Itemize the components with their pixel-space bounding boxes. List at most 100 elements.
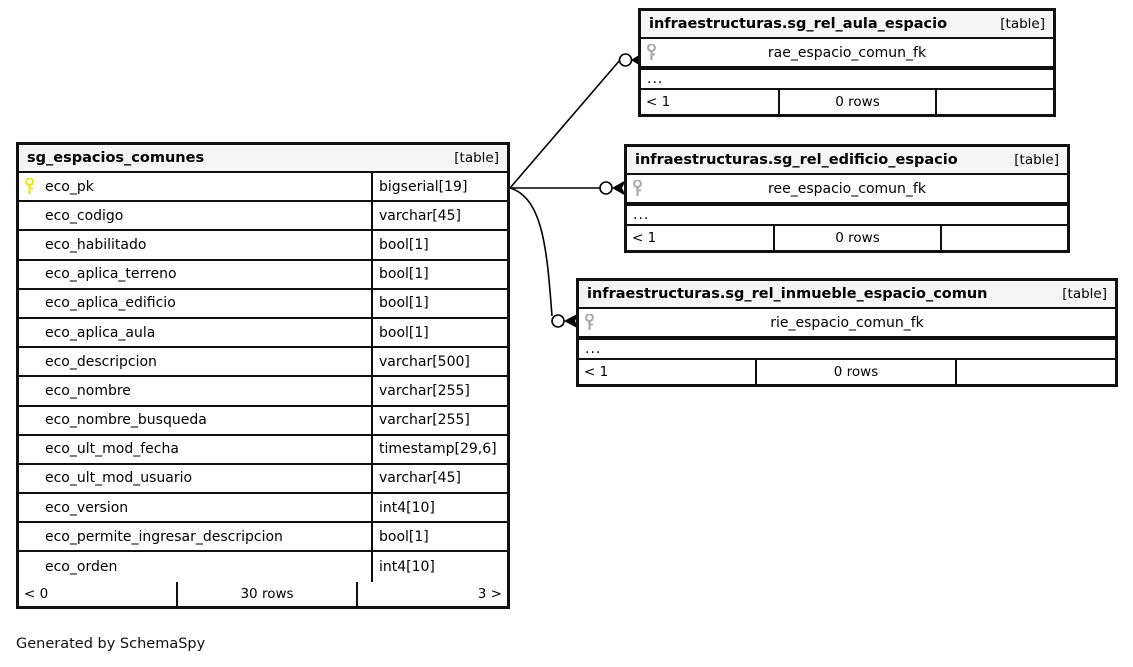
footer-row-count: 0 rows — [755, 360, 955, 385]
column-indent — [19, 261, 39, 288]
key-icon-foreign — [641, 39, 661, 66]
column-type: varchar[45] — [371, 464, 507, 493]
column-row: eco_orden int4[10] — [19, 552, 507, 582]
column-name: eco_nombre — [45, 382, 131, 399]
column-row: eco_permite_ingresar_descripcion bool[1] — [19, 523, 507, 553]
column-row: rie_espacio_comun_fk — [579, 309, 1115, 339]
table-footer: < 1 0 rows — [579, 360, 1115, 385]
table-title: infraestructuras.sg_rel_edificio_espacio — [635, 152, 958, 168]
column-type: bool[1] — [371, 318, 507, 347]
footer-child-count — [955, 360, 1115, 385]
footer-child-count: 3 > — [356, 581, 507, 606]
column-type: bool[1] — [371, 523, 507, 551]
column-row: rae_espacio_comun_fk — [641, 39, 1053, 69]
key-icon-foreign — [627, 175, 647, 202]
column-type: varchar[255] — [371, 377, 507, 405]
column-indent — [19, 348, 39, 375]
table-sg-rel-edificio-espacio[interactable]: infraestructuras.sg_rel_edificio_espacio… — [624, 144, 1070, 254]
relationship-edge-inmueble-espacio-comun — [509, 187, 579, 329]
column-row: eco_ult_mod_fecha timestamp[29,6] — [19, 435, 507, 465]
more-columns-indicator: ... — [579, 338, 1115, 361]
column-name: eco_aplica_aula — [45, 324, 156, 341]
column-indent — [19, 290, 39, 317]
table-footer: < 1 0 rows — [627, 226, 1067, 251]
column-row: eco_version int4[10] — [19, 494, 507, 524]
column-name: eco_pk — [45, 178, 94, 195]
column-name: ree_espacio_comun_fk — [768, 180, 926, 197]
table-type-tag: [table] — [1014, 152, 1059, 168]
table-sg-rel-inmueble-espacio-comun[interactable]: infraestructuras.sg_rel_inmueble_espacio… — [576, 278, 1118, 388]
table-footer: < 0 30 rows 3 > — [19, 581, 507, 606]
table-header: sg_espacios_comunes [table] — [19, 145, 507, 173]
table-sg-rel-aula-espacio[interactable]: infraestructuras.sg_rel_aula_espacio [ta… — [638, 8, 1056, 118]
column-row: eco_nombre varchar[255] — [19, 377, 507, 407]
column-name: eco_orden — [45, 559, 118, 576]
table-title: infraestructuras.sg_rel_aula_espacio — [649, 16, 948, 32]
column-indent — [19, 436, 39, 463]
column-type: int4[10] — [371, 494, 507, 522]
column-name: eco_ult_mod_usuario — [45, 470, 193, 487]
column-row: eco_nombre_busqueda varchar[255] — [19, 406, 507, 436]
column-name: eco_ult_mod_fecha — [45, 441, 179, 458]
column-row: eco_aplica_edificio bool[1] — [19, 289, 507, 319]
footer-child-count — [940, 226, 1067, 251]
column-name: rie_espacio_comun_fk — [770, 314, 924, 331]
table-type-tag: [table] — [1062, 286, 1107, 302]
column-type: bool[1] — [371, 231, 507, 259]
footer-parent-count: < 0 — [24, 585, 49, 602]
column-type: int4[10] — [371, 552, 507, 582]
table-footer: < 1 0 rows — [641, 90, 1053, 115]
footer-row-count: 30 rows — [176, 581, 356, 606]
column-type: varchar[500] — [371, 348, 507, 376]
footer-parent-count: < 1 — [646, 94, 671, 111]
footer-parent-count: < 1 — [632, 230, 657, 247]
footer-row-count: 0 rows — [773, 226, 940, 251]
column-type: bool[1] — [371, 289, 507, 317]
column-type: varchar[45] — [371, 202, 507, 230]
column-row: eco_ult_mod_usuario varchar[45] — [19, 464, 507, 495]
table-sg-espacios-comunes[interactable]: sg_espacios_comunes [table] eco_pk bigser… — [16, 142, 510, 609]
column-name: eco_version — [45, 499, 129, 516]
relationship-edge-edificio-espacio — [510, 180, 626, 196]
generated-by-caption: Generated by SchemaSpy — [16, 636, 206, 652]
column-row: ree_espacio_comun_fk — [627, 175, 1067, 205]
column-indent — [19, 407, 39, 434]
column-type: varchar[255] — [371, 406, 507, 434]
footer-parent-count: < 1 — [584, 364, 609, 381]
column-indent — [19, 523, 39, 550]
column-indent — [19, 231, 39, 258]
table-header: infraestructuras.sg_rel_edificio_espacio… — [627, 147, 1067, 175]
column-indent — [19, 552, 39, 581]
key-icon-foreign — [579, 309, 599, 336]
footer-child-count — [935, 90, 1053, 115]
column-type: timestamp[29,6] — [371, 435, 507, 463]
column-indent — [19, 319, 39, 346]
column-list: eco_pk bigserial[19] eco_codigo varchar[45]… — [19, 173, 507, 582]
column-name: rae_espacio_comun_fk — [767, 44, 927, 61]
table-type-tag: [table] — [454, 150, 499, 166]
column-name: eco_nombre_busqueda — [45, 412, 207, 429]
more-columns-indicator: ... — [641, 68, 1053, 91]
key-icon-primary — [19, 173, 39, 200]
more-columns-indicator: ... — [627, 204, 1067, 227]
table-header: infraestructuras.sg_rel_aula_espacio [ta… — [641, 11, 1053, 39]
column-name: eco_codigo — [45, 207, 124, 224]
column-name: eco_permite_ingresar_descripcion — [45, 528, 283, 545]
column-name: eco_aplica_terreno — [45, 266, 177, 283]
column-row: eco_codigo varchar[45] — [19, 202, 507, 232]
footer-row-count: 0 rows — [778, 90, 935, 115]
column-type: bigserial[19] — [371, 173, 507, 201]
column-name: eco_descripcion — [45, 353, 157, 370]
table-type-tag: [table] — [1000, 16, 1045, 32]
column-row: eco_descripcion varchar[500] — [19, 348, 507, 378]
column-indent — [19, 465, 39, 492]
column-indent — [19, 202, 39, 229]
column-row: eco_aplica_aula bool[1] — [19, 318, 507, 349]
table-title: infraestructuras.sg_rel_inmueble_espacio… — [587, 286, 988, 302]
column-row: eco_pk bigserial[19] — [19, 173, 507, 203]
column-name: eco_aplica_edificio — [45, 295, 176, 312]
column-indent — [19, 494, 39, 521]
